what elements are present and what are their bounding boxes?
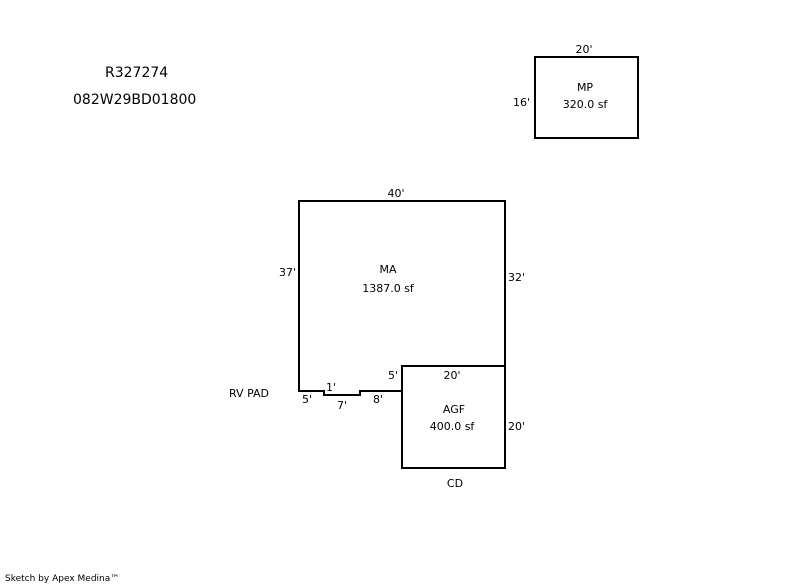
agf-code: AGF — [442, 403, 466, 416]
footer-credit: Sketch by Apex Medina™ — [5, 574, 120, 584]
agf-area: 400.0 sf — [429, 420, 475, 433]
ma-notch-d-dim: 8' — [373, 393, 384, 406]
ma-left-dim: 37' — [279, 266, 297, 279]
ma-area: 1387.0 sf — [362, 282, 414, 295]
ma-notch-c-dim: 7' — [337, 399, 348, 412]
ma-outline — [298, 200, 506, 396]
ma-right-dim: 32' — [508, 271, 526, 284]
agf-right-dim: 20' — [508, 420, 526, 433]
parcel-id: 082W29BD01800 — [73, 92, 197, 108]
mp-area: 320.0 sf — [562, 98, 608, 111]
ma-inner-dim: 5' — [388, 369, 399, 382]
agf-top-dim: 20' — [443, 369, 461, 382]
mp-top-dim: 20' — [575, 43, 593, 56]
ma-notch-b-dim: 1' — [326, 381, 337, 394]
mp-code: MP — [576, 81, 594, 94]
rv-pad-label: RV PAD — [229, 387, 269, 400]
ma-code: MA — [379, 263, 397, 276]
mp-outline — [534, 56, 639, 139]
cd-label: CD — [446, 477, 464, 490]
mp-left-dim: 16' — [513, 96, 531, 109]
account-id: R327274 — [105, 65, 169, 81]
ma-notch-a-dim: 5' — [302, 393, 313, 406]
ma-top-dim: 40' — [387, 187, 405, 200]
agf-outline — [401, 365, 506, 469]
